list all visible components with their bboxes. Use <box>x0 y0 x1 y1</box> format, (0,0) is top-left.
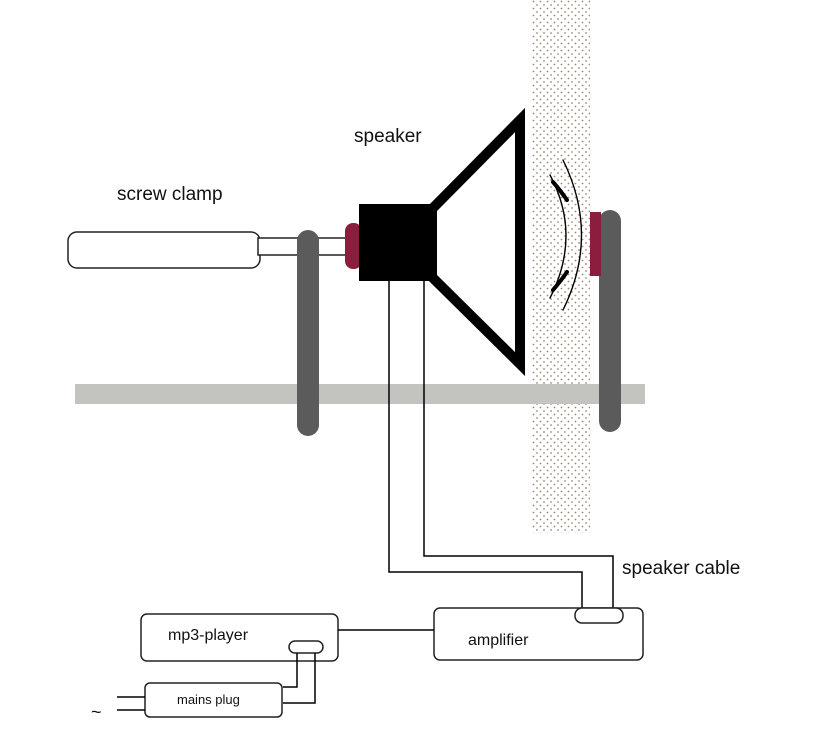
speaker-magnet <box>359 204 432 281</box>
screw-clamp-handle <box>67 231 261 269</box>
rubber-pad-left <box>345 223 362 269</box>
clamp-bar-right <box>599 210 621 432</box>
mains-plug-prongs <box>117 696 145 711</box>
rubber-pad-right <box>590 212 601 276</box>
sound-waves <box>549 159 583 311</box>
mains-plug-label: mains plug <box>177 692 240 707</box>
amplifier-label: amplifier <box>468 632 529 649</box>
mp3-player-connector <box>288 640 324 654</box>
ac-symbol: ~ <box>91 702 102 722</box>
mp3-player-label: mp3-player <box>168 627 249 644</box>
speaker-cable-label: speaker cable <box>622 558 740 579</box>
wall <box>532 0 590 533</box>
clamp-bar-left <box>297 230 319 436</box>
power-cable <box>283 653 316 704</box>
speaker-cable <box>388 281 614 610</box>
floor-bar <box>75 384 645 404</box>
screw-clamp-label: screw clamp <box>117 184 223 205</box>
speaker-label: speaker <box>354 126 422 147</box>
speaker-cable-connector <box>574 607 624 624</box>
mains-plug-box <box>144 682 283 718</box>
speaker-cone <box>427 107 525 376</box>
